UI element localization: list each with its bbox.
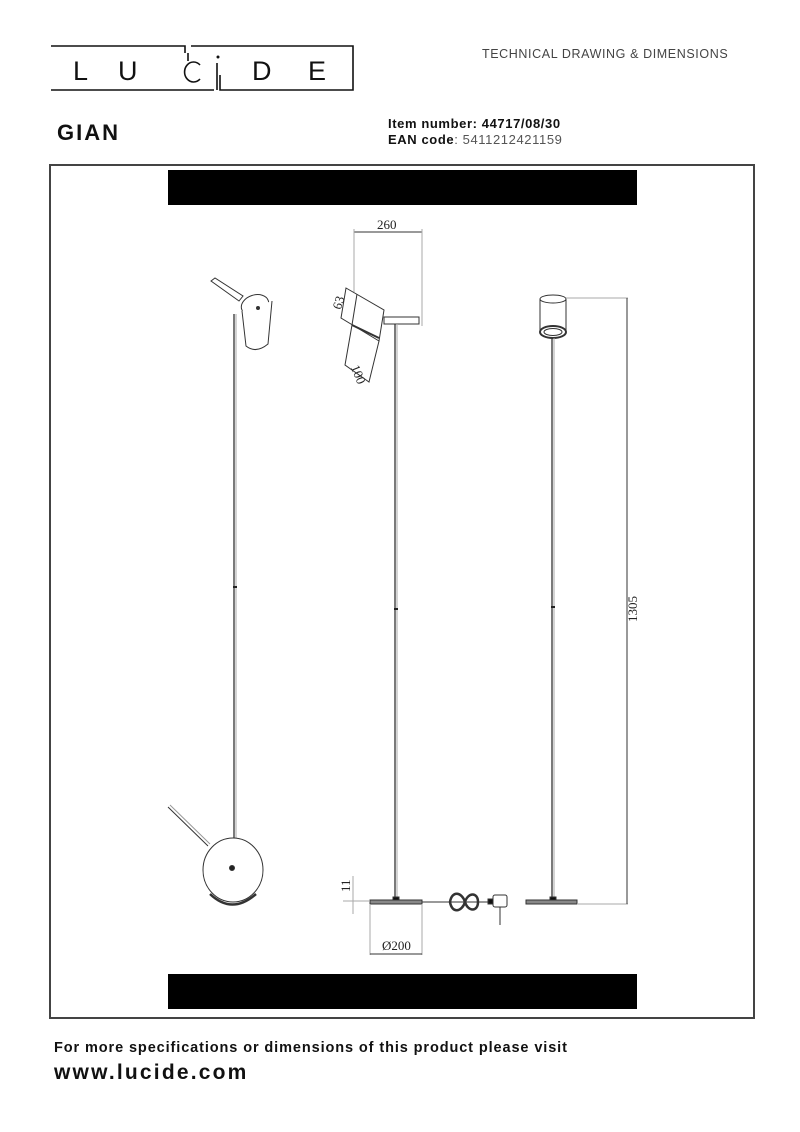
document-type-title: TECHNICAL DRAWING & DIMENSIONS — [482, 47, 729, 61]
item-number-label: Item number: — [388, 116, 478, 131]
dim-total-height: 1305 — [625, 596, 640, 622]
perspective-view — [167, 277, 273, 906]
ean-row: EAN code: 5411212421159 — [388, 132, 563, 148]
dim-head-width: 260 — [377, 217, 397, 232]
logo-letter-e: E — [308, 56, 326, 86]
top-black-bar — [168, 170, 637, 205]
dim-base-height: 11 — [338, 879, 353, 892]
dim-base-diameter: Ø200 — [382, 938, 411, 953]
logo-letter-d: D — [252, 56, 272, 86]
bottom-black-bar — [168, 974, 637, 1009]
ean-label: EAN code — [388, 132, 455, 147]
front-view: 1305 — [525, 294, 640, 905]
product-name: GIAN — [57, 120, 120, 145]
dim-shade-height: 63 — [329, 294, 347, 311]
lucide-logo: L U D E — [51, 45, 354, 91]
item-number-row: Item number: 44717/08/30 — [388, 116, 563, 132]
side-view: 260 100 63 11 Ø200 — [329, 217, 508, 955]
website-link[interactable]: www.lucide.com — [54, 1061, 249, 1084]
footer-text: For more specifications or dimensions of… — [54, 1040, 568, 1056]
item-number-value: 44717/08/30 — [481, 116, 561, 131]
logo-letter-u: U — [118, 56, 138, 86]
drawing-frame — [49, 164, 755, 1019]
dim-shade-diameter: 100 — [348, 363, 369, 387]
item-info: Item number: 44717/08/30 EAN code: 54112… — [388, 116, 563, 148]
ean-value: : 5411212421159 — [454, 132, 563, 147]
logo-letter-l: L — [73, 56, 88, 86]
